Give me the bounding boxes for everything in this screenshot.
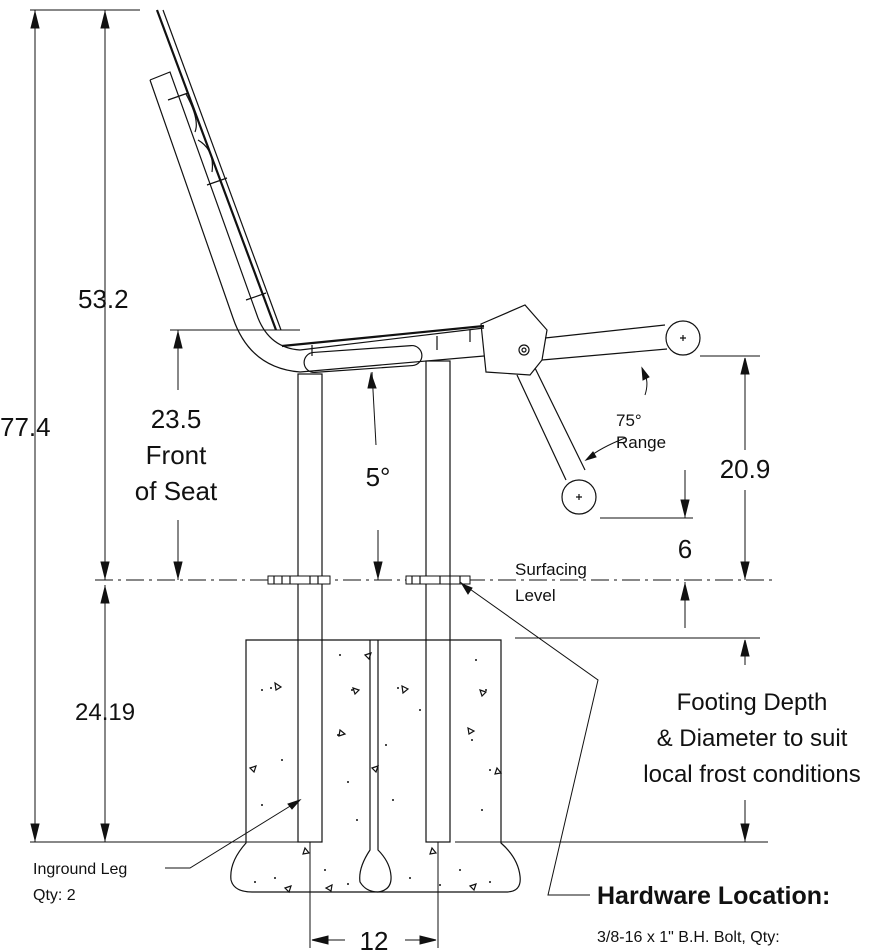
seat-height-dimension: 23.5: [151, 404, 202, 434]
leader-lines: [165, 366, 650, 896]
leg-spacing-dimension: 12: [360, 926, 389, 952]
footing-note-line1: Footing Depth: [677, 689, 828, 716]
seat-height-label-line2: of Seat: [135, 476, 218, 506]
bench-armrest: [480, 304, 701, 515]
concrete-aggregate: [248, 652, 503, 894]
hardware-location-detail: 3/8-16 x 1" B.H. Bolt, Qty:: [597, 929, 780, 946]
surfacing-label-line2: Level: [515, 586, 556, 605]
bench-backrest: [149, 9, 301, 373]
back-height-dimension: 53.2: [78, 284, 129, 314]
dimension-lines: [30, 9, 768, 948]
footing-note-line3: local frost conditions: [643, 761, 860, 788]
inground-leg-label: Inground Leg: [33, 861, 127, 878]
footing-note-line2: & Diameter to suit: [657, 725, 848, 752]
seat-height-label-line1: Front: [146, 440, 207, 470]
seat-angle-dimension: 5°: [366, 462, 391, 492]
inground-leg-left: [297, 373, 323, 843]
arm-range-angle: 75°: [616, 411, 642, 430]
overall-height-dimension: 77.4: [0, 412, 51, 442]
bench-seat: [281, 324, 485, 374]
arm-height-dimension: 20.9: [720, 454, 771, 484]
surfacing-level-line: [95, 575, 772, 585]
hardware-location-title: Hardware Location:: [597, 882, 830, 910]
below-grade-dimension: 24.19: [75, 699, 135, 726]
inground-leg-qty: Qty: 2: [33, 887, 76, 904]
concrete-stipple: [254, 654, 491, 886]
arm-offset-dimension: 6: [678, 534, 692, 564]
concrete-footing: [230, 639, 521, 894]
arm-range-label: Range: [616, 433, 666, 452]
surfacing-label-line1: Surfacing: [515, 560, 587, 579]
inground-leg-right: [425, 360, 451, 843]
